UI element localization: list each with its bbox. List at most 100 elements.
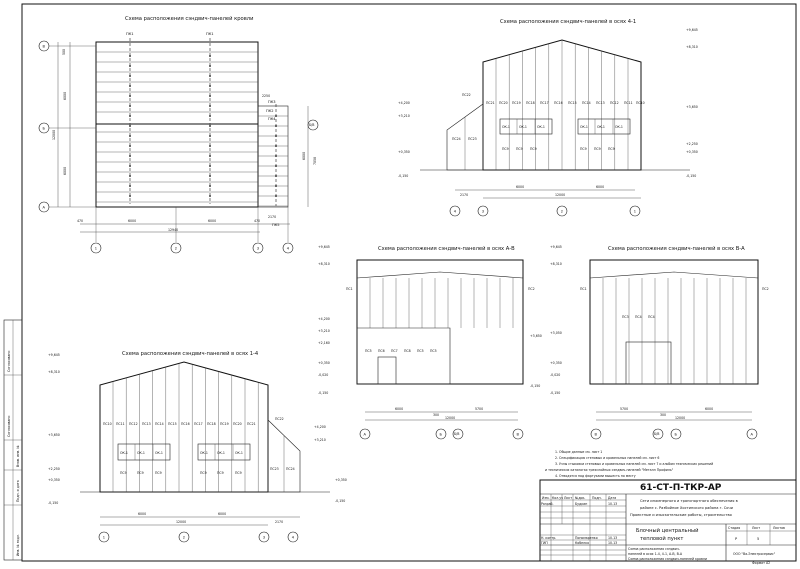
pc20-41: ПС20 [499, 101, 508, 105]
hdr-izm: Изм. [542, 496, 550, 500]
pc2-ba: ПС2 [762, 287, 769, 291]
roof-annex-outline [257, 105, 289, 208]
pc12-41: ПС12 [610, 101, 619, 105]
row-gip-date: 10.13 [608, 541, 617, 545]
row-gip: ГИП [541, 541, 548, 545]
label-pk3: ПК3 [268, 100, 276, 104]
roof-fastener-dot [129, 125, 131, 127]
dim-roof-2170: 2170 [268, 215, 276, 219]
pc21-41: ПС21 [486, 101, 495, 105]
pc9-14a: ПС9 [120, 471, 127, 475]
pc13-14: ПС13 [142, 422, 151, 426]
roof-fastener-dot [209, 125, 211, 127]
company-name: ООО "Ва-Электросервис" [733, 552, 776, 556]
pc6-ab: ПС6 [378, 349, 385, 353]
pc9-41e: ПС9 [594, 147, 601, 151]
dim41-2170: 2170 [460, 193, 468, 197]
window-block-left [499, 118, 553, 135]
dim-roof-2250: 2250 [262, 94, 270, 98]
axis-bv-ab: Б/В [454, 432, 459, 436]
pc18-14: ПС18 [207, 422, 216, 426]
mark41-3650: +3,650 [686, 105, 698, 109]
axis-1-14: 1 [103, 536, 105, 540]
mark14-m0150r: -0,150 [335, 499, 345, 503]
pc3-ba: ПС3 [622, 315, 629, 319]
axis-a-ab: А [364, 433, 367, 437]
dim-roof-470b: 470 [254, 219, 260, 223]
annex-panel-lines [258, 115, 288, 207]
side-inv-original: Инв. № подл. [16, 534, 20, 556]
axis-b-roof: Б [43, 127, 46, 131]
markab-m0150: -0,150 [318, 391, 328, 395]
markab-0350: +0,350 [318, 361, 330, 365]
pc23-14: ПС23 [270, 467, 279, 471]
hdr-kol: Кол.уч [552, 496, 563, 500]
pc13-41: ПС13 [596, 101, 605, 105]
label-pk1-b: ПК1 [206, 32, 214, 36]
axis-2-roof: 2 [175, 247, 177, 251]
roof-fastener-dot [129, 105, 131, 107]
dim-roof-6000-a: 6000 [63, 92, 67, 100]
pc11-14: ПС11 [116, 422, 125, 426]
pc7-ab: ПС7 [391, 349, 398, 353]
pc10-41: ПС10 [636, 101, 645, 105]
pc20-14: ПС20 [233, 422, 242, 426]
pc9-41d: ПС9 [580, 147, 587, 151]
axis-bv-ba: Б/В [654, 432, 659, 436]
note-1: 1. Общие данные см. лист 1 [555, 450, 602, 454]
hdr-podp: Подп. [592, 496, 602, 500]
roof-fastener-dot [209, 195, 211, 197]
pc9-41a: ПС9 [502, 147, 509, 151]
label-pk4: ПК4 [268, 117, 276, 121]
window-block-14-left [117, 443, 171, 461]
roof-fastener-dot [129, 115, 131, 117]
dim41-6000b: 6000 [596, 185, 604, 189]
markba-0350: +0,350 [550, 361, 562, 365]
side-sign-date: Подп. и дата [16, 480, 20, 502]
axis-v-roof: В [43, 45, 46, 49]
door-a-v [377, 356, 397, 385]
axis-a-ba: А [751, 433, 754, 437]
ok1-14c: ОК-1 [155, 451, 163, 455]
axis-3-41: 3 [482, 210, 484, 214]
note-2: 2. Спецификацию стеновых и кровельных па… [555, 456, 659, 460]
markab-3650: +3,650 [530, 334, 542, 338]
markab-2160: +2,160 [318, 341, 330, 345]
mark41-m0150r: -0,150 [686, 174, 696, 178]
gate-v-a [625, 341, 672, 385]
sheets-header: Листов [773, 526, 785, 530]
roof-fastener-dot [209, 185, 211, 187]
pc5c-ab: ПС5 [430, 349, 437, 353]
mark41-3210: +3,210 [398, 114, 410, 118]
side-replaced-inv: Взам. инв. № [16, 445, 20, 467]
sheet-value: 5 [757, 537, 759, 541]
dim14-6000a: 6000 [138, 512, 146, 516]
sheet-title-1: Схема расположения сэндвич- [628, 547, 680, 551]
elevation-4-1: Схема расположения сэндвич-панелей в ося… [398, 18, 698, 217]
elevation-4-1-panel-lines [495, 40, 629, 170]
pc15-41: ПС15 [568, 101, 577, 105]
markba-m0020: -0,020 [550, 373, 560, 377]
markab-4200: +4,200 [318, 317, 330, 321]
pc9-14c: ПС9 [155, 471, 162, 475]
dimba-300: 300 [660, 413, 666, 417]
side-approved-1: Согласовано [7, 351, 11, 372]
dim14-2170: 2170 [275, 520, 283, 524]
dimab-6000: 6000 [395, 407, 403, 411]
axis-bv-roof: Б/В [309, 123, 314, 127]
label-pk2: ПК2 [266, 109, 274, 113]
pc23-41: ПС23 [468, 137, 477, 141]
side-approved-2: Согласовано [7, 416, 11, 437]
window-block-14-right [197, 443, 251, 461]
row-nkontr-date: 10.13 [608, 536, 617, 540]
drawing-code: 61-СТ-П-ТКР-АР [640, 483, 722, 493]
note-3b: и технических каталогах трехслойных сэнд… [545, 468, 674, 472]
dim14-12000: 12000 [176, 520, 186, 524]
elevation-1-4-panel-lines [112, 363, 259, 492]
axis-b-ab: Б [440, 433, 443, 437]
dim-roof-6000-b: 6000 [63, 167, 67, 175]
stage-header: Стадия [728, 526, 740, 530]
ok1-d: ОК-1 [580, 125, 588, 129]
